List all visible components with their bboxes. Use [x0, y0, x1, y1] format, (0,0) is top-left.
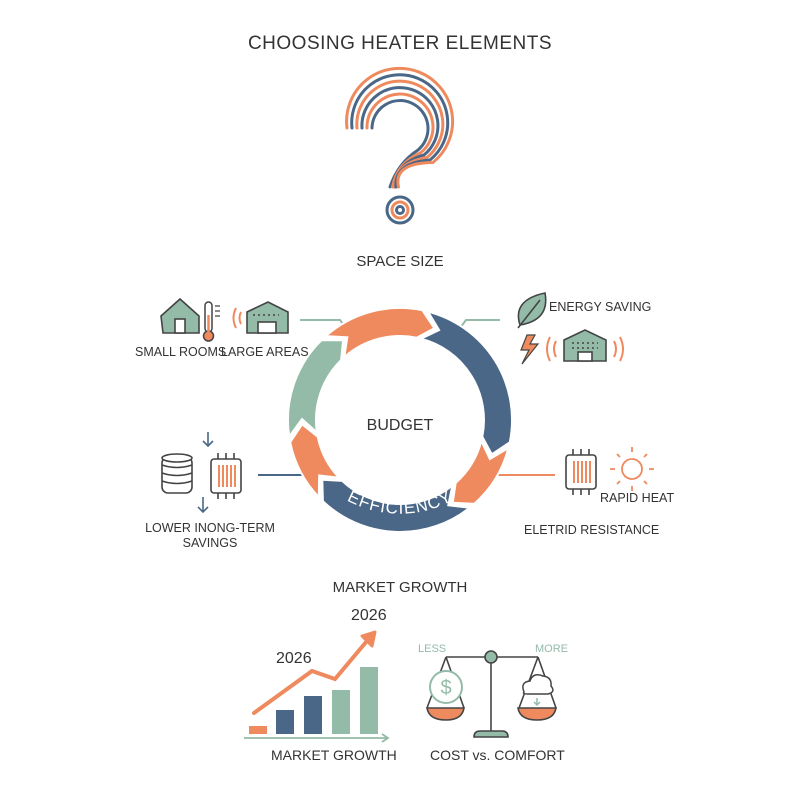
ring-segment-sage	[286, 339, 345, 440]
savings-label: LOWER INONG-TERM SAVINGS	[120, 521, 300, 551]
rapid-heat-label: RAPID HEAT	[600, 491, 675, 505]
heat-wave-icon	[546, 336, 624, 362]
growth-bar-4	[332, 690, 350, 734]
ring-segment-orange-left	[289, 422, 342, 500]
budget-label: BUDGET	[366, 417, 434, 434]
space-size-label: SPACE SIZE	[356, 253, 444, 270]
energy-saving-label: ENERGY SAVING	[549, 300, 652, 314]
ring-segment-orange-right	[451, 438, 510, 505]
small-rooms-label: SMALL ROOMS	[135, 345, 227, 359]
growth-bar-1	[249, 726, 267, 734]
growth-trend-arrow	[252, 633, 374, 715]
cost-vs-comfort-caption: COST vs. COMFORT	[430, 747, 565, 763]
house-icon	[160, 297, 200, 334]
coin-stack-icon	[161, 453, 193, 494]
question-mark-dot	[390, 200, 410, 220]
warehouse-icon	[246, 301, 289, 334]
growth-arrow-head	[360, 630, 377, 648]
growth-bar-3	[304, 696, 322, 734]
market-growth-chart	[249, 667, 378, 734]
dollar-coin-icon: $	[429, 670, 463, 704]
chart-axis	[244, 733, 390, 743]
building-icon	[563, 329, 607, 362]
lightning-icon	[520, 334, 540, 365]
savings-line-2: SAVINGS	[182, 536, 238, 550]
ring-segment-orange-top	[323, 307, 436, 360]
question-mark-stroke	[370, 99, 430, 189]
question-mark-dot	[385, 195, 415, 225]
question-mark-stroke	[345, 66, 455, 189]
growth-bar-2	[276, 710, 294, 734]
cloud-icon	[522, 674, 554, 707]
year-label-mid: 2026	[276, 650, 312, 667]
large-areas-label: LARGE AREAS	[221, 345, 309, 359]
heater-element-icon	[210, 453, 242, 499]
question-mark-stroke	[360, 86, 440, 189]
savings-line-1: LOWER INONG-TERM	[145, 521, 275, 535]
question-mark-stroke	[355, 79, 445, 189]
question-mark-icon	[345, 66, 455, 225]
ring-segment-navy-bottom	[321, 478, 473, 533]
market-growth-caption: MARKET GROWTH	[271, 747, 397, 763]
svg-text:$: $	[440, 677, 451, 699]
heater-element-icon	[565, 449, 597, 495]
heat-wave-icon	[232, 307, 242, 329]
question-mark-stroke	[350, 73, 450, 189]
thermometer-icon	[202, 301, 220, 342]
down-arrow-icon	[202, 432, 214, 448]
leaf-icon	[517, 292, 547, 329]
year-label-top: 2026	[351, 607, 387, 624]
cycle-ring	[286, 307, 513, 533]
electric-resistance-label: ELETRID RESISTANCE	[524, 523, 660, 537]
page-title: CHOOSING HEATER ELEMENTS	[247, 33, 553, 54]
ring-segment-navy-right	[418, 310, 513, 456]
question-mark-dot	[395, 205, 405, 215]
down-arrow-icon	[197, 497, 209, 514]
more-label: MORE	[535, 643, 568, 655]
less-label: LESS	[418, 643, 447, 655]
growth-bar-5	[360, 667, 378, 734]
sun-icon	[610, 447, 654, 491]
question-mark-stroke	[365, 92, 435, 189]
market-growth-heading: MARKET GROWTH	[332, 579, 468, 596]
